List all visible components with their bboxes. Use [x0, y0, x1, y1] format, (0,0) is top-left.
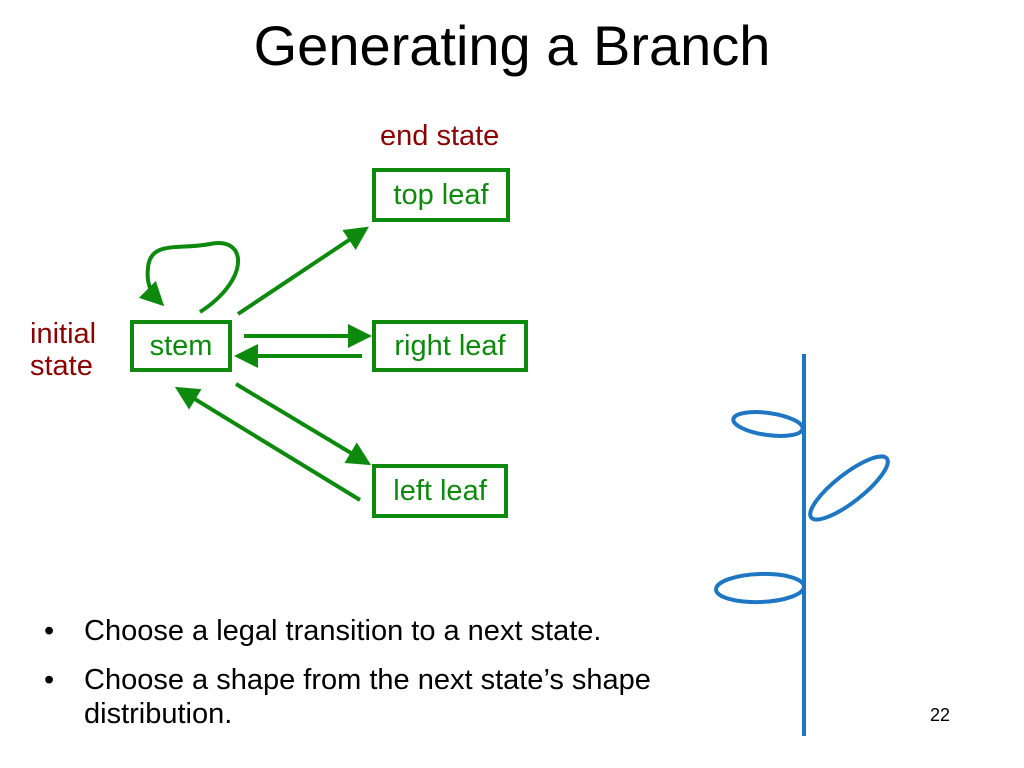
branch-illustration — [714, 354, 890, 736]
right-leaf-state-box: right leaf — [372, 320, 528, 372]
stem-state-box: stem — [130, 320, 232, 372]
upper-left-leaf — [731, 410, 805, 438]
bullet-item: • Choose a shape from the next state’s s… — [44, 663, 724, 731]
bullet-list: • Choose a legal transition to a next st… — [44, 614, 724, 746]
right-leaf — [808, 454, 890, 522]
self-loop-arrow — [138, 241, 240, 314]
bullet-text: Choose a shape from the next state’s sha… — [84, 664, 651, 730]
top-leaf-state-box: top leaf — [372, 168, 510, 222]
page-number: 22 — [930, 705, 951, 725]
stem-to-top-leaf-arrow — [236, 226, 369, 316]
slide-title: Generating a Branch — [253, 14, 771, 77]
bullet-marker: • — [44, 615, 55, 647]
bullet-marker: • — [44, 664, 55, 696]
end-state-label: end state — [380, 120, 500, 152]
left-leaf-to-stem-arrow — [174, 386, 362, 502]
left-leaf-state-box: left leaf — [372, 464, 508, 518]
stem-to-left-leaf-arrow — [234, 382, 372, 466]
bullet-item: • Choose a legal transition to a next st… — [44, 614, 724, 648]
bullet-text: Choose a legal transition to a next stat… — [84, 615, 602, 647]
lower-left-leaf — [714, 571, 806, 605]
initial-state-label: initial state — [30, 318, 97, 382]
